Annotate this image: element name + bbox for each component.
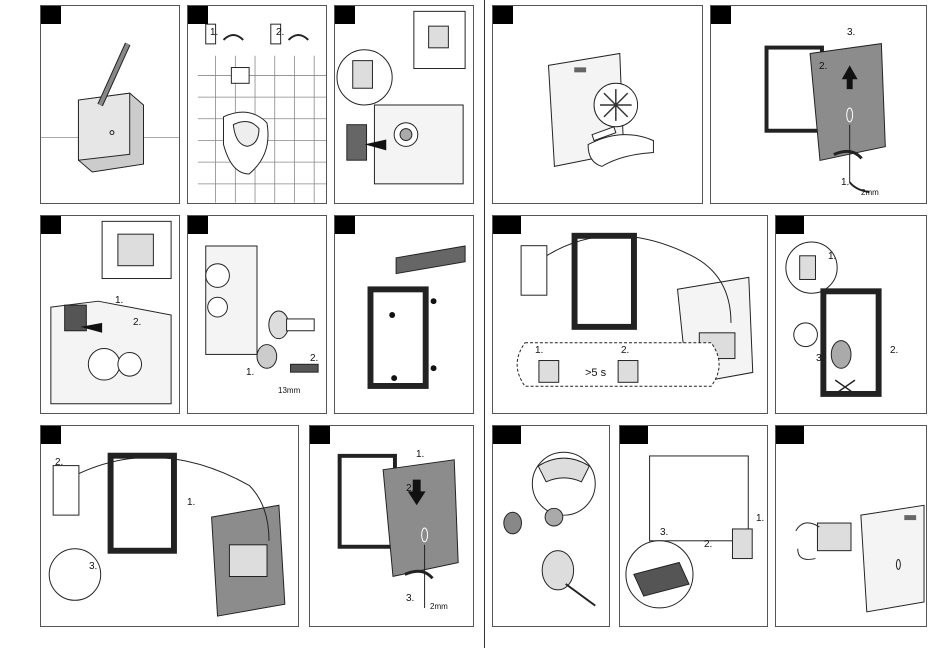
page-divider (484, 0, 485, 648)
step-label: 2. (819, 62, 827, 72)
step-label: 2. (310, 354, 318, 364)
time-label: >5 s (585, 368, 606, 378)
cover-removal-illustration (711, 6, 926, 203)
filter-removal-illustration (188, 216, 326, 413)
step-number-box (620, 426, 648, 444)
step-panel-connect: 1. 2. >5 s (492, 215, 768, 414)
step-label: 1. (841, 178, 849, 188)
step-panel-sensor (492, 5, 703, 204)
step-number-box (335, 216, 355, 234)
step-number-box (776, 426, 804, 444)
tool-size-label: 13mm (278, 386, 300, 396)
step-panel-battery: 3. 2. 1. (619, 425, 768, 627)
step-label: 1. (115, 296, 123, 306)
final-assembly-illustration (41, 426, 298, 626)
module-insertion-illustration (41, 216, 179, 413)
step-panel-frame (334, 215, 474, 414)
step-panel-valve (334, 5, 474, 204)
step-label: 2. (621, 346, 629, 356)
step-panel-spray (492, 425, 610, 627)
step-number-box (335, 6, 355, 24)
step-label: 2. (406, 484, 414, 494)
step-number-box (493, 426, 521, 444)
step-label: 1. (828, 252, 836, 262)
valve-insertion-illustration (335, 6, 473, 203)
tool-size-label: 2mm (430, 602, 448, 612)
frame-mounting-illustration (335, 216, 473, 413)
parts-overview-illustration (776, 426, 926, 626)
step-label: 1. (210, 28, 218, 38)
step-panel-filter: 1. 2. 13mm (187, 215, 327, 414)
step-label: 1. (187, 498, 195, 508)
spray-filter-illustration (493, 426, 609, 626)
step-panel-detail: 1. 2. 3. (775, 215, 927, 414)
step-label: 3. (816, 354, 824, 364)
step-label: 3. (89, 562, 97, 572)
step-number-box (41, 6, 61, 24)
step-number-box (493, 216, 521, 234)
step-label: 2. (55, 458, 63, 468)
step-panel-wall: 1. 2. (187, 5, 327, 204)
step-label: 3. (660, 528, 668, 538)
step-panel-assembly: 2. 1. 3. (40, 425, 299, 627)
step-label: 1. (756, 514, 764, 524)
step-panel-module: 1. 2. (40, 215, 180, 414)
step-panel-cover-install: 1. 2. 3. 2mm (309, 425, 474, 627)
step-label: 2. (133, 318, 141, 328)
step-label: 2. (890, 346, 898, 356)
tool-size-label: 2mm (861, 188, 879, 198)
sensor-hand-illustration (493, 6, 702, 203)
step-panel-cover: 3. 2. 1. 2mm (710, 5, 927, 204)
step-number-box (310, 426, 330, 444)
sensor-connection-illustration (493, 216, 767, 413)
step-number-box (41, 216, 61, 234)
valve-detail-illustration (776, 216, 926, 413)
step-number-box (188, 216, 208, 234)
step-panel-box (40, 5, 180, 204)
wall-tiles-illustration (188, 6, 326, 203)
step-label: 3. (406, 594, 414, 604)
step-label: 2. (276, 28, 284, 38)
step-number-box (776, 216, 804, 234)
step-label: 2. (704, 540, 712, 550)
step-number-box (493, 6, 513, 24)
junction-box-illustration (41, 6, 179, 203)
step-label: 1. (246, 368, 254, 378)
step-number-box (41, 426, 61, 444)
cover-install-illustration (310, 426, 473, 626)
step-label: 1. (535, 346, 543, 356)
battery-module-illustration (620, 426, 767, 626)
step-number-box (188, 6, 208, 24)
step-panel-parts (775, 425, 927, 627)
step-label: 1. (416, 450, 424, 460)
step-label: 3. (847, 28, 855, 38)
step-number-box (711, 6, 731, 24)
